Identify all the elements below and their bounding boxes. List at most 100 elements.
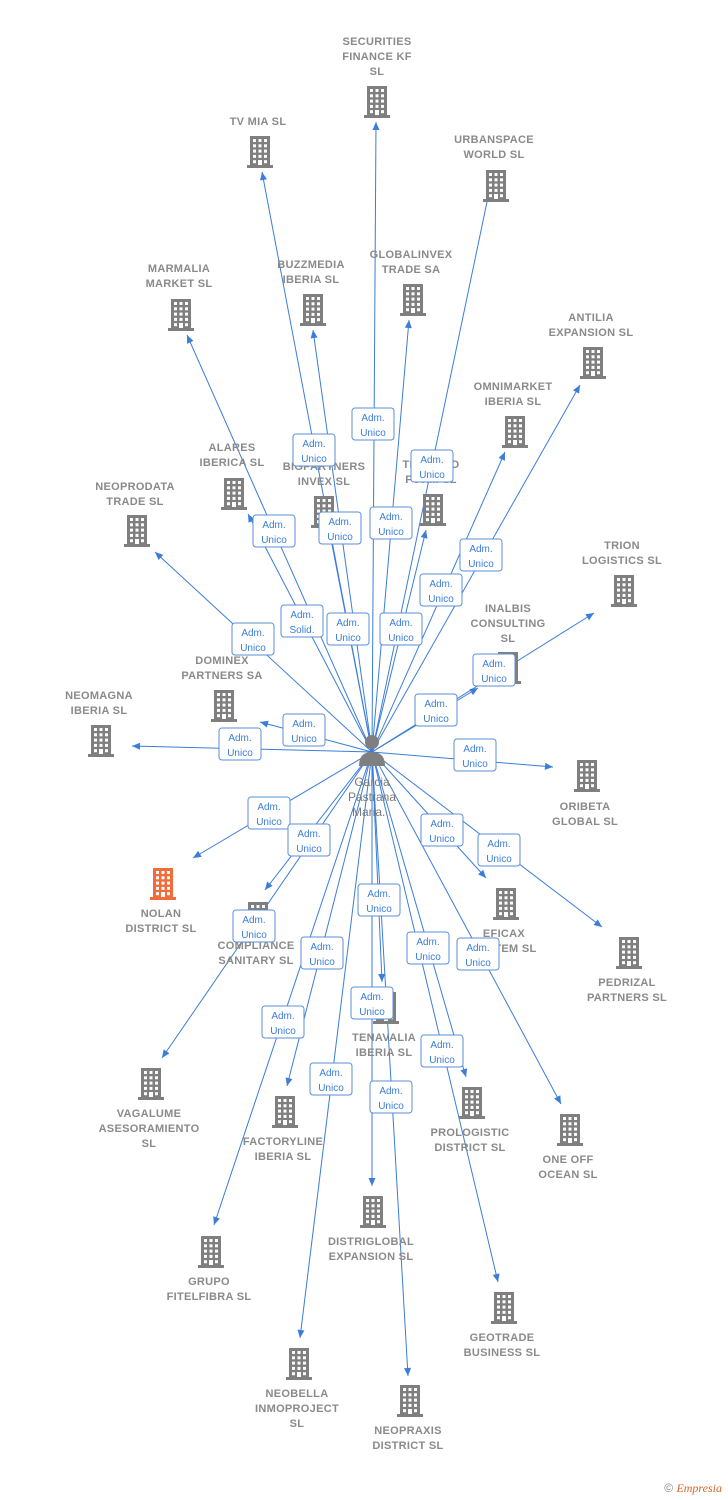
relation-label-nolan: Adm.Unico (247, 796, 291, 830)
relation-text: Unico (227, 748, 253, 759)
edge-geotrade (371, 751, 499, 1283)
building-icon (211, 690, 237, 722)
building-icon (150, 868, 176, 900)
relation-label-geotrade: Adm.Unico (420, 1034, 464, 1068)
company-name-line: DOMINEX (195, 655, 249, 667)
center-person[interactable]: GarciaPastranaMaria... (348, 735, 396, 819)
company-name-line: IBERIA SL (255, 1151, 312, 1163)
company-name-line: GLOBAL SL (552, 816, 618, 828)
building-icon (400, 284, 426, 316)
relation-label-grupo: Adm.Unico (261, 1005, 305, 1039)
arrowhead-securities (372, 122, 380, 131)
company-name-line: VAGALUME (117, 1108, 182, 1120)
relation-label-neoprodata: Adm.Unico (231, 622, 275, 656)
company-name-line: PARTNERS SL (587, 992, 667, 1004)
edge-prologistic (371, 751, 467, 1078)
building-icon (221, 478, 247, 510)
relation-text: Adm. (424, 699, 447, 710)
company-name-line: NOLAN (141, 908, 182, 920)
arrowhead-vagalume (162, 1049, 170, 1058)
brand-name: Empresia (676, 1481, 722, 1495)
company-name-line: NEOPRODATA (95, 481, 175, 493)
relation-text: Adm. (336, 618, 359, 629)
relation-text: Unico (429, 1055, 455, 1066)
building-icon (272, 1096, 298, 1128)
company-name-line: LOGISTICS SL (582, 555, 662, 567)
company-name-line: IBERIA SL (71, 705, 128, 717)
company-node-oneoff[interactable]: ONE OFF OCEAN SL (538, 1114, 597, 1181)
relation-label-tecnoko: Adm.Unico (379, 612, 423, 646)
relation-text: Adm. (310, 942, 333, 953)
relation-text: Unico (481, 674, 507, 685)
company-name-line: FINANCE KF (342, 51, 412, 63)
relation-text: Unico (318, 1083, 344, 1094)
relation-text: Adm. (319, 1068, 342, 1079)
relation-text: Unico (256, 817, 282, 828)
relation-text: Adm. (290, 610, 313, 621)
company-name-line: TRION (604, 540, 640, 552)
company-name-line: GRUPO (188, 1276, 230, 1288)
company-name-line: SL (142, 1138, 157, 1150)
relation-text: Adm. (379, 512, 402, 523)
company-name-line: IBERIA SL (283, 274, 340, 286)
relation-label-tvmia: Adm.Unico (292, 433, 336, 467)
arrowhead-pedrizal (593, 919, 602, 927)
relation-text: Unico (301, 454, 327, 465)
relation-text: Adm. (429, 579, 452, 590)
relation-text: Adm. (328, 517, 351, 528)
company-name-line: OMNIMARKET (474, 381, 553, 393)
arrowhead-dominex (260, 720, 269, 728)
person-name-line: Maria... (352, 805, 392, 819)
relation-text: Unico (309, 957, 335, 968)
building-icon (300, 294, 326, 326)
company-name-line: TRADE SA (382, 264, 441, 276)
relation-text: Adm. (420, 455, 443, 466)
arrowhead-oneoff (554, 1095, 561, 1104)
relation-text: Adm. (297, 829, 320, 840)
relation-label-eficax: Adm.Unico (420, 813, 464, 847)
building-icon (420, 494, 446, 526)
company-name-line: DISTRICT SL (372, 1440, 443, 1452)
arrowhead-neopraxis (404, 1367, 412, 1376)
relation-label-globalinvex: Adm.Unico (369, 506, 413, 540)
relation-text: Unico (240, 643, 266, 654)
arrowhead-inalbis (469, 688, 478, 696)
company-node-trion[interactable]: TRION LOGISTICS SL (582, 540, 662, 607)
copyright-symbol: © (664, 1481, 674, 1495)
relation-text: Adm. (416, 937, 439, 948)
building-icon (247, 136, 273, 168)
company-node-tvmia[interactable]: TV MIA SL (230, 116, 287, 168)
company-name-line: URBANSPACE (454, 134, 534, 146)
relation-label-inalbis: Adm.Unico (414, 693, 458, 727)
building-icon (459, 1087, 485, 1119)
relation-text: Unico (462, 759, 488, 770)
company-name-line: SANITARY SL (218, 955, 293, 967)
arrowhead-geotrade (492, 1273, 500, 1282)
company-name-line: OCEAN SL (538, 1169, 597, 1181)
company-name-line: ONE OFF (543, 1154, 594, 1166)
arrowhead-marmalia (187, 335, 194, 344)
